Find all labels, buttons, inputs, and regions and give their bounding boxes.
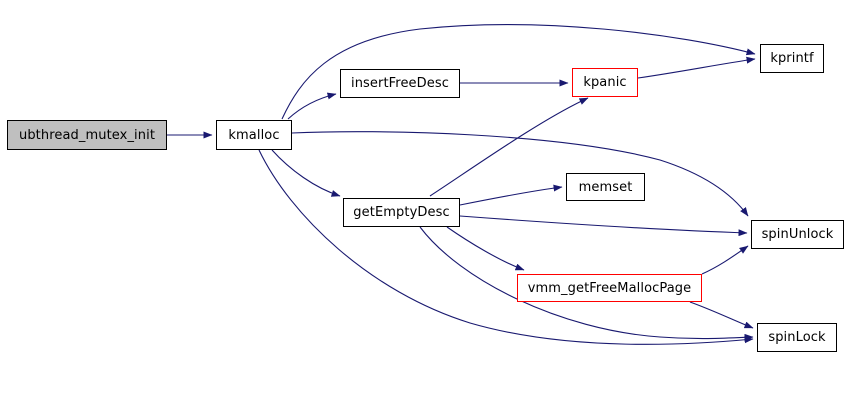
node-kmalloc[interactable]: kmalloc [216,120,292,150]
edge-getEmptyDesc-vmm_getFreeMallocPage [446,226,525,271]
edge-kmalloc-insertFreeDesc [287,92,337,120]
node-label: kprintf [770,51,814,66]
node-label: memset [578,179,633,195]
edge-getEmptyDesc-spinLock [419,226,754,341]
node-insert-free-desc[interactable]: insertFreeDesc [340,69,460,98]
edge-getEmptyDesc-spinUnlock [459,215,748,237]
node-spin-lock[interactable]: spinLock [757,323,837,352]
node-spin-unlock[interactable]: spinUnlock [751,220,844,249]
edge-kmalloc-spinLock [258,149,754,345]
edge-kpanic-kprintf [637,56,756,79]
node-label: kpanic [583,75,627,90]
edge-kmalloc-spinUnlock [291,131,749,217]
node-label: spinLock [768,330,826,345]
edge-kmalloc-kprintf [281,24,756,120]
node-label: kmalloc [228,127,280,143]
edge-vmm_getFreeMallocPage-spinLock [689,301,754,329]
node-get-empty-desc[interactable]: getEmptyDesc [343,198,460,227]
node-memset[interactable]: memset [566,173,645,201]
edge-vmm_getFreeMallocPage-spinUnlock [701,245,749,275]
edge-getEmptyDesc-kpanic [429,97,589,197]
node-kprintf[interactable]: kprintf [760,44,824,73]
node-label: spinUnlock [761,227,834,242]
node-label: insertFreeDesc [351,76,449,91]
node-ubthread-mutex-init[interactable]: ubthread_mutex_init [7,120,167,150]
node-label: getEmptyDesc [353,205,450,220]
node-kpanic[interactable]: kpanic [572,68,638,97]
node-label: vmm_getFreeMallocPage [527,280,692,296]
node-vmm-get-free-malloc-page[interactable]: vmm_getFreeMallocPage [517,274,702,302]
edge-kmalloc-getEmptyDesc [271,149,341,197]
edge-getEmptyDesc-memset [459,184,563,206]
node-label: ubthread_mutex_init [18,127,156,143]
